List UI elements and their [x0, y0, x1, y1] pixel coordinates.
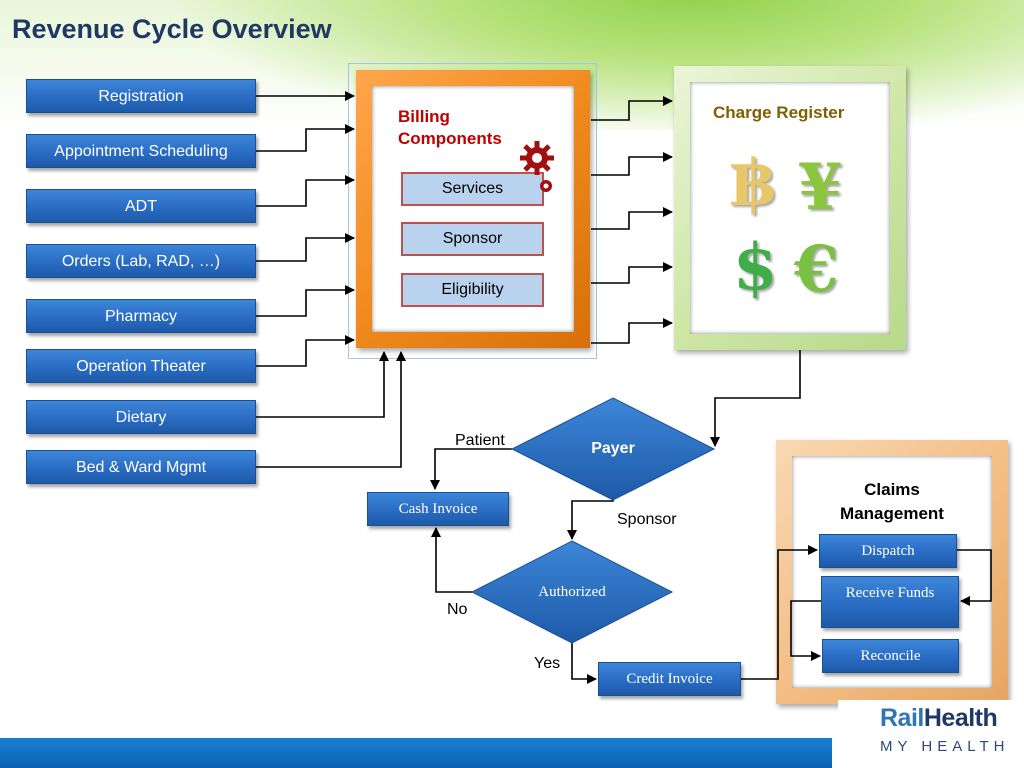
claims-title-line2: Management: [840, 504, 944, 523]
billing-components-title: Billing Components: [398, 106, 502, 150]
registration-button[interactable]: Registration: [26, 79, 256, 113]
logo-rail: Rail: [880, 704, 924, 732]
charge-register-title: Charge Register: [713, 103, 845, 122]
logo-health: Health: [923, 704, 998, 732]
billing-selection-outline: [348, 63, 597, 359]
yen-icon: ¥: [798, 150, 843, 225]
baht-icon: ฿: [730, 146, 775, 221]
dietary-button[interactable]: Dietary: [26, 400, 256, 434]
payer-label: Payer: [591, 440, 635, 457]
dollar-icon: $: [733, 230, 778, 305]
cash-invoice-button[interactable]: Cash Invoice: [367, 492, 509, 526]
sponsor-box[interactable]: Sponsor: [401, 222, 544, 256]
receive-funds-button[interactable]: Receive Funds: [821, 576, 959, 628]
payer-decision-shape[interactable]: [510, 397, 716, 501]
footer-bar: [0, 738, 832, 768]
yes-label: Yes: [534, 655, 561, 672]
gear-icon: [520, 141, 554, 192]
dispatch-button[interactable]: Dispatch: [819, 534, 957, 568]
adt-button[interactable]: ADT: [26, 189, 256, 223]
operation-theater-button[interactable]: Operation Theater: [26, 349, 256, 383]
eligibility-box[interactable]: Eligibility: [401, 273, 544, 307]
patient-label: Patient: [455, 432, 505, 449]
billing-title-line1: Billing: [398, 107, 450, 126]
page-title: Revenue Cycle Overview: [12, 14, 332, 44]
logo-tagline: MY HEALTH: [880, 738, 1010, 755]
claims-title-line1: Claims: [864, 480, 920, 499]
sponsor-label: Sponsor: [617, 511, 677, 528]
credit-invoice-button[interactable]: Credit Invoice: [598, 662, 741, 696]
no-label: No: [447, 601, 468, 618]
pharmacy-button[interactable]: Pharmacy: [26, 299, 256, 333]
euro-icon: €: [794, 232, 839, 307]
reconcile-button[interactable]: Reconcile: [822, 639, 959, 673]
railhealth-logo-text: RailHealth: [880, 704, 998, 733]
authorized-decision-shape[interactable]: [470, 540, 674, 644]
orders-button[interactable]: Orders (Lab, RAD, …): [26, 244, 256, 278]
appointment-scheduling-button[interactable]: Appointment Scheduling: [26, 134, 256, 168]
claims-management-title: Claims Management: [810, 478, 974, 526]
billing-title-line2: Components: [398, 129, 502, 148]
logo-background: [838, 700, 1024, 768]
authorized-label: Authorized: [538, 584, 606, 600]
bed-ward-mgmt-button[interactable]: Bed & Ward Mgmt: [26, 450, 256, 484]
charge-register-frame: [674, 66, 906, 350]
